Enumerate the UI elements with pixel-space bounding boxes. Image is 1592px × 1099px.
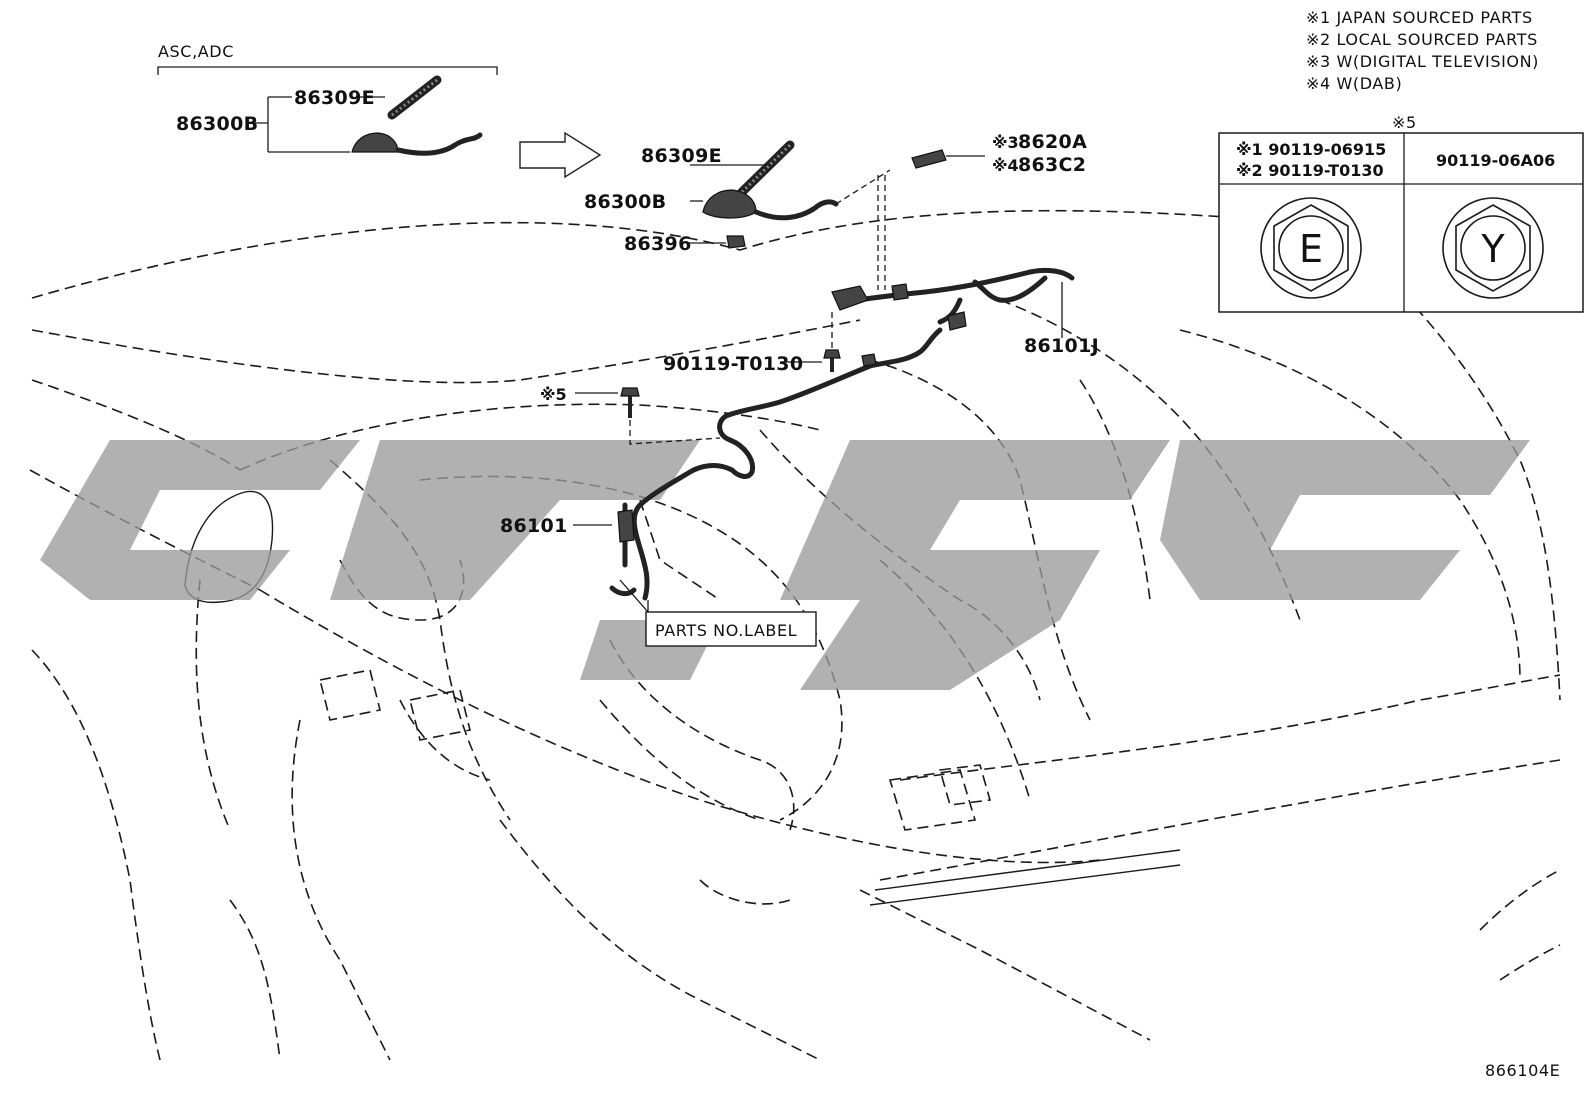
bolt-2-part	[620, 387, 640, 397]
note-3: ※3 W(DIGITAL TELEVISION)	[1306, 52, 1539, 71]
bolt-mark-y: Y	[1480, 227, 1505, 271]
antenna-base-part	[702, 189, 757, 219]
bolt-part	[823, 349, 841, 359]
table-col2: 90119-06A06	[1436, 151, 1555, 170]
note-4: ※4 W(DAB)	[1306, 74, 1402, 93]
harness-assembly: 86101J 86101	[500, 267, 1099, 601]
inset-rod-part	[387, 75, 442, 120]
bolt-group: 90119-T0130 ※5	[540, 312, 841, 445]
direction-arrow	[519, 131, 602, 179]
fastener-table: ※5 ※1 90119-06915 ※2 90119-T0130 90119-0…	[1218, 113, 1584, 313]
antenna-assembly: 86309E 86300B 86396	[584, 140, 891, 255]
bolt-2-note: ※5	[540, 385, 567, 404]
connector-2-note: ※4	[992, 156, 1019, 175]
figure-id: 866104E	[1485, 1061, 1560, 1080]
note-1: ※1 JAPAN SOURCED PARTS	[1306, 8, 1533, 27]
connector-2-label: 863C2	[1018, 154, 1086, 176]
inset-assembly-label: 86300B	[176, 113, 258, 135]
label-box-text: PARTS NO.LABEL	[655, 621, 797, 640]
inset-rod-label: 86309E	[294, 87, 375, 109]
note-2: ※2 LOCAL SOURCED PARTS	[1306, 30, 1538, 49]
inset-asc-adc: ASC,ADC 86300B 86309E	[157, 42, 498, 156]
inset-title: ASC,ADC	[158, 42, 234, 61]
clip-part	[726, 235, 746, 249]
rod-label: 86309E	[641, 145, 722, 167]
table-header-note: ※5	[1392, 113, 1417, 132]
connector-group: ※3 8620A ※4 863C2	[877, 131, 1087, 290]
connector-1-note: ※3	[992, 133, 1019, 152]
watermark-logo	[40, 440, 1530, 690]
parts-label-callout: PARTS NO.LABEL	[619, 579, 817, 647]
harness-j-label: 86101J	[1024, 335, 1099, 357]
table-col1-line2: ※2 90119-T0130	[1236, 161, 1384, 180]
bolt-head-e-icon	[1260, 197, 1362, 299]
harness-label: 86101	[500, 515, 568, 537]
bolt-mark-e: E	[1299, 227, 1323, 271]
label-box	[645, 611, 817, 647]
assembly-label: 86300B	[584, 191, 666, 213]
bolt-head-y-icon	[1442, 197, 1544, 299]
clip-label: 86396	[624, 233, 692, 255]
connector-1-label: 8620A	[1018, 131, 1087, 153]
notes-legend: ※1 JAPAN SOURCED PARTS ※2 LOCAL SOURCED …	[1306, 8, 1539, 93]
inset-antenna-base	[351, 132, 399, 153]
connector-part	[911, 149, 947, 169]
table-col1-line1: ※1 90119-06915	[1236, 140, 1386, 159]
bolt-label: 90119-T0130	[663, 353, 803, 375]
